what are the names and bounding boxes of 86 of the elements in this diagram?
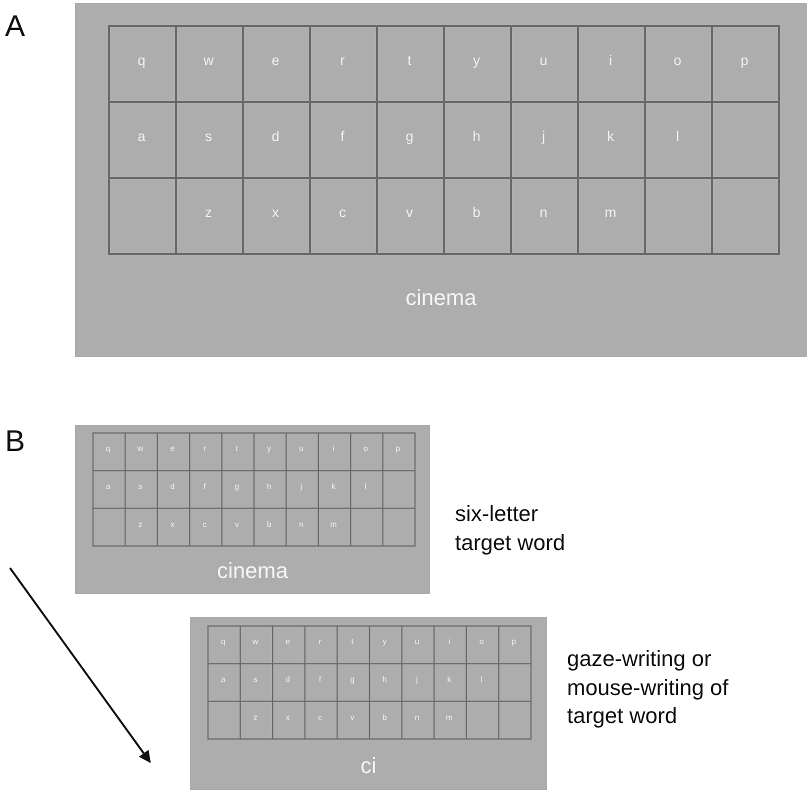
key-label: j bbox=[299, 482, 304, 491]
key-label: s bbox=[204, 129, 213, 144]
key-label: t bbox=[406, 53, 412, 68]
key-label: z bbox=[137, 520, 144, 529]
key-label: r bbox=[339, 53, 346, 68]
key-label: o bbox=[362, 445, 369, 454]
key-label: m bbox=[329, 520, 338, 529]
key-label: q bbox=[136, 53, 146, 68]
keyboard-panel bbox=[190, 617, 547, 790]
key-label: e bbox=[169, 445, 176, 454]
key-label: u bbox=[414, 638, 420, 646]
key-label: j bbox=[414, 676, 419, 684]
key-label: b bbox=[472, 205, 482, 220]
key-label: l bbox=[364, 482, 368, 491]
key-label: u bbox=[298, 445, 305, 454]
key-label: k bbox=[606, 129, 615, 144]
typed-word: cinema bbox=[404, 287, 478, 309]
key-label: g bbox=[234, 482, 240, 491]
key-label: p bbox=[394, 445, 402, 454]
key-label: h bbox=[266, 482, 272, 491]
key-label: f bbox=[340, 129, 346, 144]
key-label: m bbox=[444, 714, 454, 722]
key-label: w bbox=[202, 53, 215, 68]
keyboard-panel bbox=[75, 3, 807, 357]
key-label: b bbox=[381, 714, 388, 722]
key-label: e bbox=[270, 53, 280, 68]
key-label: q bbox=[220, 638, 226, 646]
key-label: o bbox=[478, 638, 485, 646]
key-label: d bbox=[169, 482, 176, 491]
key-label: m bbox=[604, 205, 618, 220]
panel-letter: B bbox=[5, 425, 26, 459]
key-label: o bbox=[672, 53, 682, 68]
typed-word: cinema bbox=[216, 560, 289, 582]
key-label: x bbox=[271, 205, 280, 220]
key-label: n bbox=[538, 205, 548, 220]
key-label: x bbox=[284, 714, 291, 722]
key-label: p bbox=[740, 53, 750, 68]
typed-word: ci bbox=[360, 755, 378, 777]
key-label: l bbox=[674, 129, 680, 144]
key-label: r bbox=[202, 445, 208, 454]
keyboard-panel bbox=[75, 425, 430, 594]
key-label: x bbox=[170, 520, 176, 529]
key-label: n bbox=[414, 714, 420, 722]
key-label: h bbox=[381, 676, 388, 684]
node-label: gaze-writing or mouse-writing of target word bbox=[567, 645, 730, 730]
key-label: a bbox=[220, 676, 226, 684]
node-label: six-letter target word bbox=[455, 500, 566, 557]
key-label: d bbox=[270, 129, 280, 144]
key-label: k bbox=[330, 482, 336, 491]
key-label: k bbox=[446, 676, 452, 684]
key-label: w bbox=[252, 638, 260, 646]
key-label: u bbox=[538, 53, 548, 68]
key-label: i bbox=[447, 638, 452, 646]
key-label: j bbox=[540, 129, 546, 144]
key-label: a bbox=[136, 129, 146, 144]
key-label: y bbox=[266, 445, 272, 454]
key-label: t bbox=[234, 445, 239, 454]
key-label: s bbox=[252, 676, 258, 684]
key-label: y bbox=[472, 53, 481, 68]
key-label: t bbox=[350, 638, 354, 646]
key-label: b bbox=[266, 520, 272, 529]
key-label: f bbox=[202, 482, 207, 491]
key-label: r bbox=[318, 638, 322, 646]
key-label: f bbox=[318, 676, 322, 684]
key-label: z bbox=[204, 205, 213, 220]
key-label: g bbox=[404, 129, 414, 144]
key-label: d bbox=[284, 676, 291, 684]
key-label: z bbox=[252, 714, 258, 722]
key-label: g bbox=[349, 676, 356, 684]
key-label: c bbox=[202, 520, 208, 529]
key-label: h bbox=[472, 129, 482, 144]
key-label: v bbox=[405, 205, 414, 220]
panel-letter: A bbox=[5, 10, 26, 44]
key-label: c bbox=[317, 714, 324, 722]
key-label: p bbox=[510, 638, 518, 646]
key-label: s bbox=[137, 482, 144, 491]
key-label: i bbox=[608, 53, 614, 68]
key-label: y bbox=[382, 638, 388, 646]
key-label: c bbox=[338, 205, 347, 220]
key-label: v bbox=[349, 714, 356, 722]
key-label: e bbox=[284, 638, 291, 646]
key-label: v bbox=[234, 520, 240, 529]
key-label: q bbox=[104, 445, 112, 454]
key-label: n bbox=[298, 520, 305, 529]
key-label: w bbox=[136, 445, 144, 454]
key-label: a bbox=[104, 482, 112, 491]
